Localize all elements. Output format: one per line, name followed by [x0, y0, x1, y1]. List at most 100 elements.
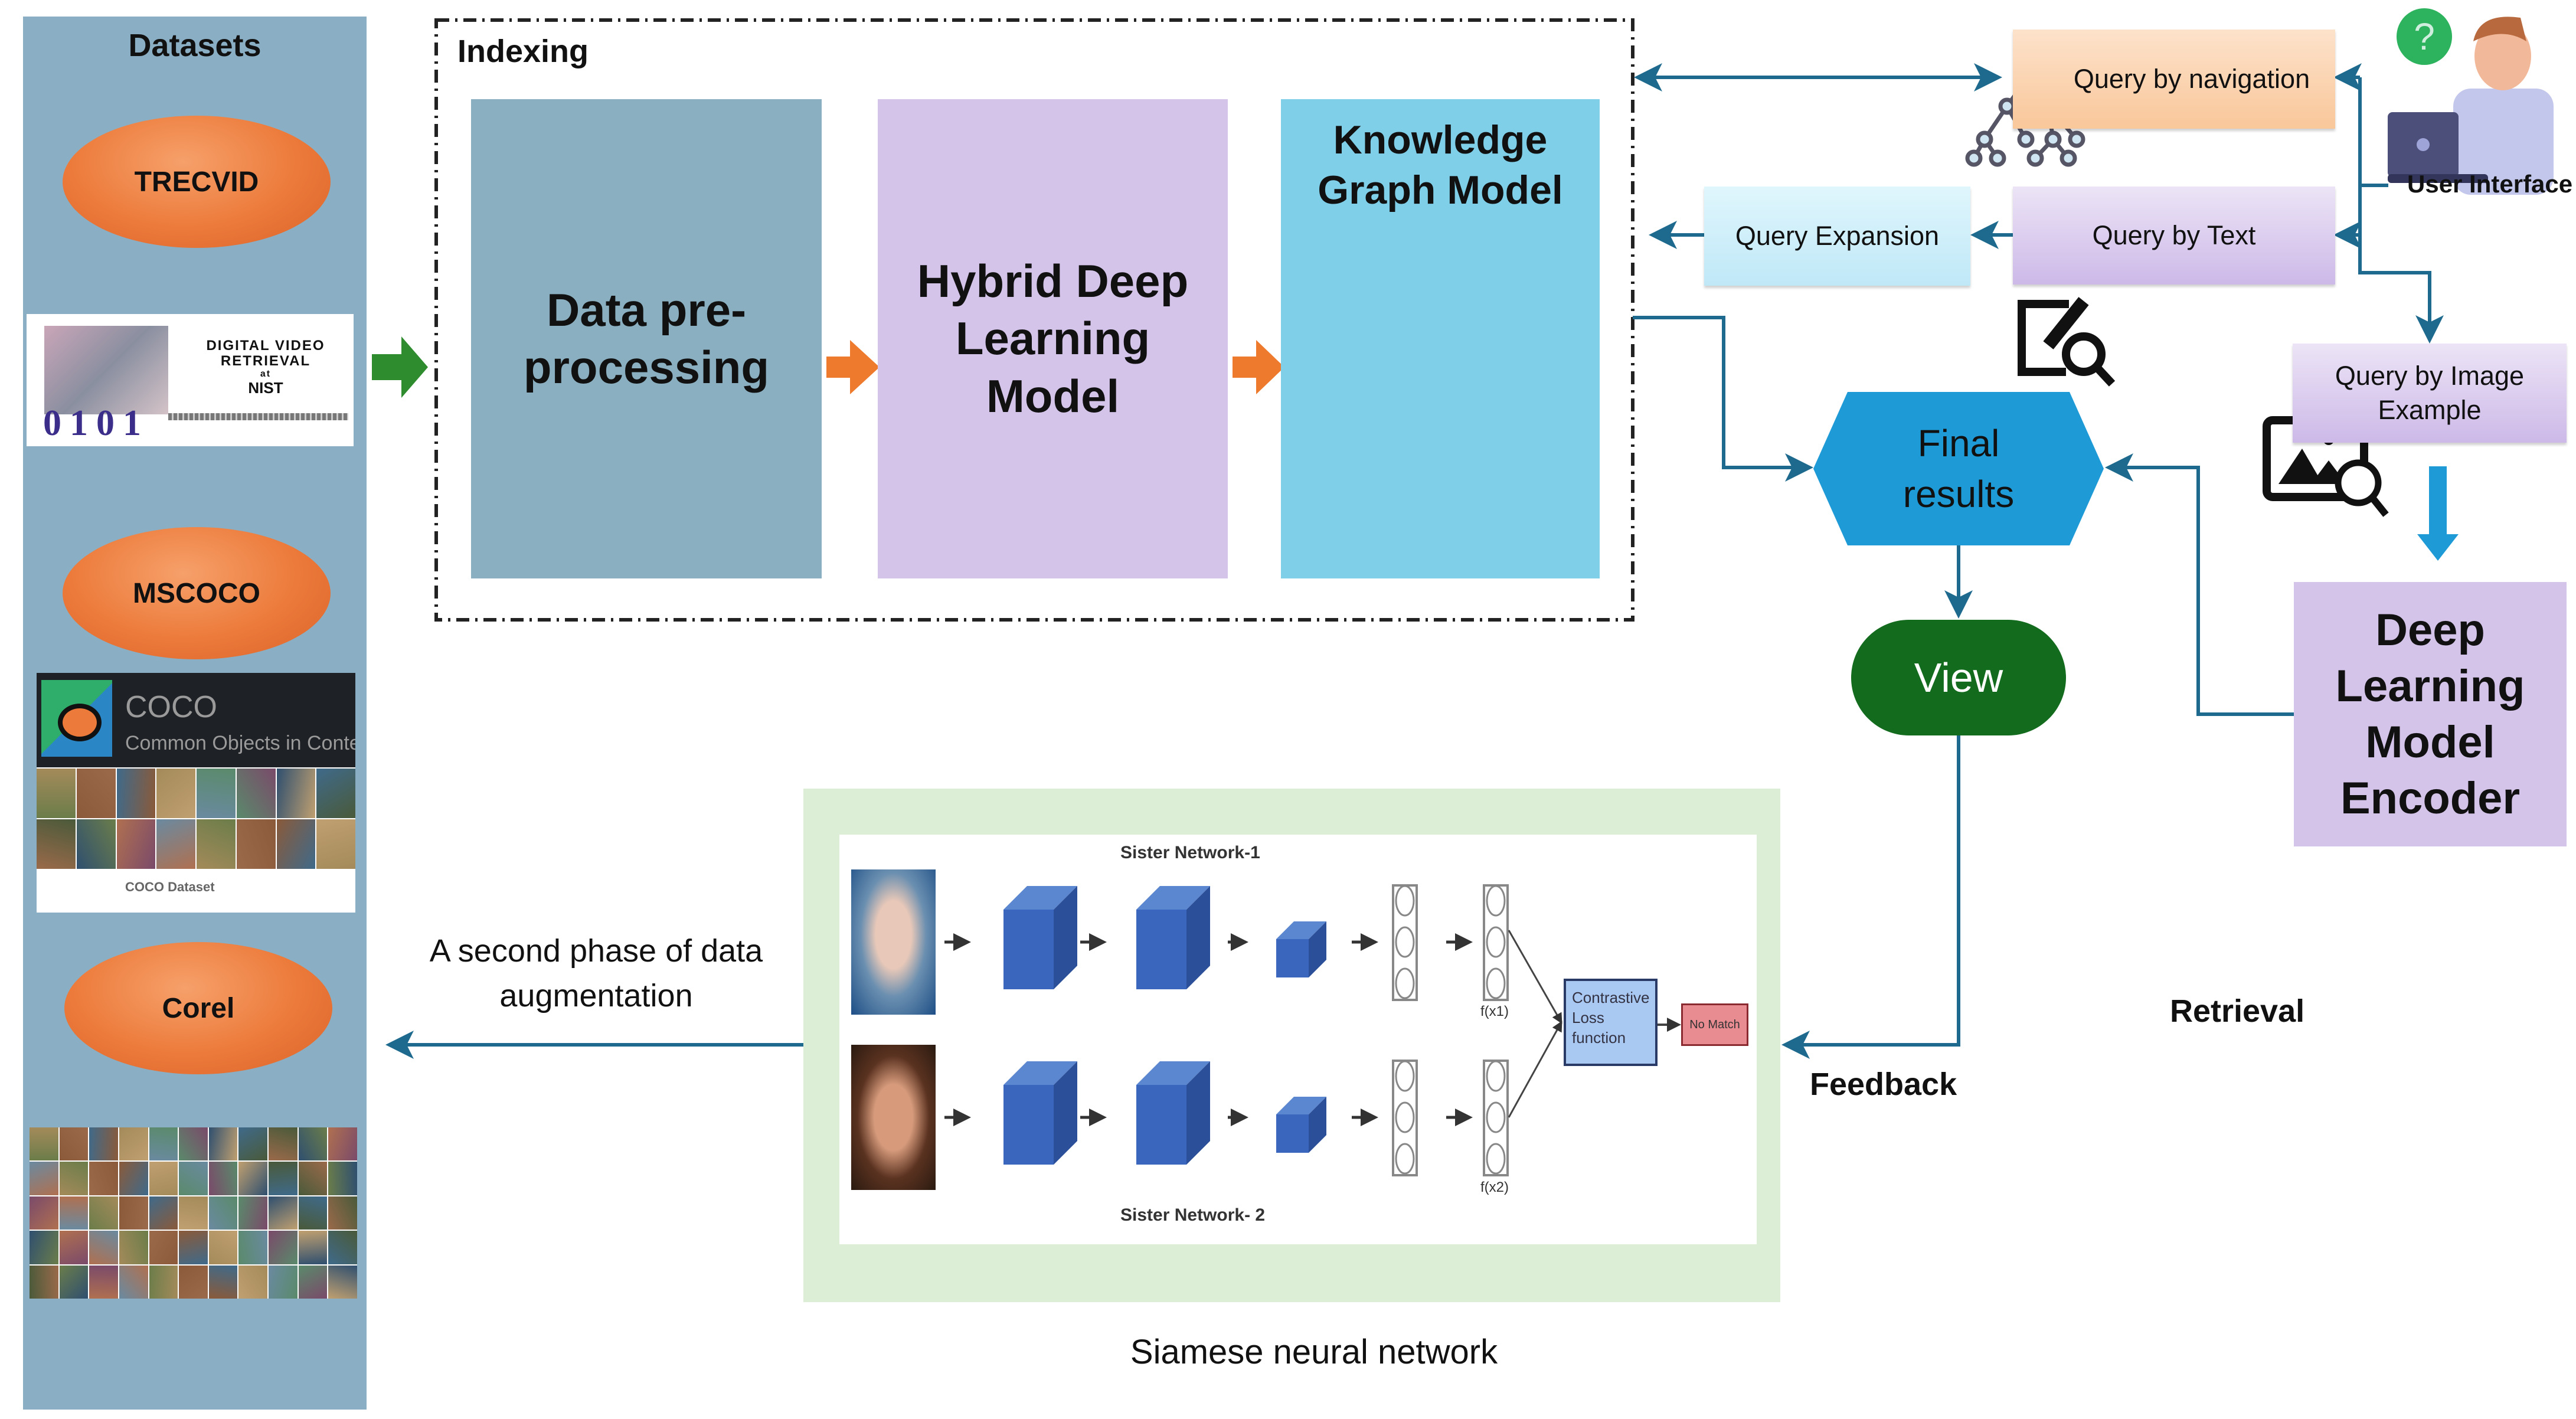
encoder-to-final-arrow	[2105, 453, 2294, 716]
view-button[interactable]: View	[1851, 620, 2066, 735]
conv-layer-cube	[1186, 1061, 1210, 1165]
neuron-node	[1486, 1143, 1506, 1175]
neuron-node	[1486, 926, 1506, 958]
corel-photo-tile	[30, 1231, 58, 1264]
corel-photo-tile	[328, 1231, 357, 1264]
corel-photo-tile	[269, 1196, 298, 1230]
neuron-node	[1395, 967, 1415, 999]
corel-photo-tile	[238, 1196, 268, 1230]
corel-photo-tile	[208, 1162, 238, 1195]
corel-photo-tile	[149, 1231, 178, 1264]
query-by-navigation-box[interactable]: Query by navigation	[2013, 30, 2335, 129]
conv-layer-cube	[1054, 1061, 1077, 1165]
knowledge-graph-title: Knowledge Graph Model	[1318, 117, 1563, 212]
conv-layer-cube	[1309, 1097, 1326, 1153]
neuron-node	[1395, 1143, 1415, 1175]
query-by-text-box[interactable]: Query by Text	[2013, 187, 2335, 285]
corel-photo-tile	[208, 1231, 238, 1264]
green-arrow-icon	[372, 336, 428, 398]
corel-photo-tile	[119, 1127, 148, 1161]
neuron-node	[1486, 967, 1506, 999]
vector-to-loss-arrow	[1508, 1021, 1562, 1118]
corel-photo-tile	[238, 1265, 268, 1299]
coco-photo-tile	[156, 819, 195, 869]
coco-photo-tile	[276, 819, 316, 869]
coco-logo-icon	[41, 680, 112, 757]
feedback-arrow	[1781, 735, 1960, 1059]
camera-picture	[44, 326, 168, 414]
nist-caption: DIGITAL VIDEO RETRIEVAL at NIST	[186, 326, 345, 408]
sister-network-1-label: Sister Network-1	[1120, 843, 1260, 862]
neuron-node	[1395, 885, 1415, 917]
deep-learning-encoder-box: Deep Learning Model Encoder	[2294, 582, 2567, 846]
siamese-caption: Siamese neural network	[1130, 1332, 1498, 1371]
nist-logo: NIST	[248, 378, 283, 397]
dataset-mscoco: MSCOCO	[63, 527, 331, 659]
indexing-frame	[434, 18, 1634, 622]
corel-photo-tile	[89, 1196, 118, 1230]
corel-photo-tile	[30, 1162, 58, 1195]
corel-photo-tile	[149, 1265, 178, 1299]
hybrid-deep-learning-box: Hybrid Deep Learning Model	[878, 99, 1228, 578]
corel-photo-tile	[89, 1127, 118, 1161]
coco-photo-tile	[236, 819, 276, 869]
corel-photo-tile	[119, 1162, 148, 1195]
coco-photo-tile	[197, 819, 236, 869]
corel-photo-tile	[179, 1196, 208, 1230]
datasets-title: Datasets	[128, 28, 261, 63]
corel-photo-tile	[298, 1231, 328, 1264]
nist-dataset-image: 0101 DIGITAL VIDEO RETRIEVAL at NIST	[27, 314, 354, 446]
query-by-image-box[interactable]: Query by Image Example	[2293, 344, 2567, 443]
coco-photo-tile	[76, 819, 116, 869]
conv-layer-cube	[1136, 886, 1210, 910]
corel-photo-tile	[89, 1162, 118, 1195]
coco-photo-tile	[276, 769, 316, 818]
knowledge-graph-box	[1281, 99, 1600, 578]
neuron-node	[1486, 1101, 1506, 1133]
conv-layer-cube	[1276, 1114, 1309, 1153]
corel-photo-tile	[238, 1127, 268, 1161]
corel-photo-tile	[59, 1127, 89, 1161]
user-avatar-icon: ?	[2388, 8, 2554, 195]
conv-layer-cube	[1003, 886, 1077, 910]
corel-photo-tile	[59, 1265, 89, 1299]
film-strip	[168, 413, 348, 420]
retrieval-label: Retrieval	[2170, 993, 2305, 1029]
corel-photo-tile	[179, 1265, 208, 1299]
corel-photo-tile	[59, 1162, 89, 1195]
fx1-label: f(x1)	[1480, 1003, 1509, 1019]
final-results-shape	[1813, 392, 2104, 545]
contrastive-loss-box: Contrastive Loss function	[1564, 979, 1658, 1066]
coco-photo-tile	[116, 819, 156, 869]
final-results-label: Final results	[1902, 421, 2015, 515]
corel-photo-tile	[30, 1196, 58, 1230]
feedback-label: Feedback	[1810, 1067, 1957, 1102]
dataset-trecvid: TRECVID	[63, 116, 331, 248]
conv-layer-cube	[1276, 939, 1309, 977]
conv-layer-cube	[1003, 1061, 1077, 1085]
corel-photo-tile	[89, 1265, 118, 1299]
coco-photo-tile	[197, 769, 236, 818]
dataset-corel: Corel	[64, 942, 332, 1074]
query-expansion-box[interactable]: Query Expansion	[1704, 187, 1970, 286]
augmentation-label: A second phase of data augmentation	[429, 933, 763, 1013]
corel-photo-tile	[298, 1196, 328, 1230]
corel-photo-tile	[179, 1127, 208, 1161]
kg-to-final-arrow	[1633, 316, 1813, 482]
corel-photo-tile	[179, 1162, 208, 1195]
coco-photo-tile	[37, 769, 76, 818]
corel-photo-tile	[328, 1196, 357, 1230]
user-interface-label: User Interface	[2407, 170, 2573, 198]
neuron-node	[1395, 926, 1415, 958]
neuron-node	[1395, 1060, 1415, 1092]
nist-line2: RETRIEVAL	[220, 352, 311, 369]
corel-photo-tile	[238, 1162, 268, 1195]
conv-layer-cube	[1136, 910, 1186, 989]
fx2-label: f(x2)	[1480, 1179, 1509, 1195]
corel-photo-tile	[328, 1162, 357, 1195]
corel-photo-tile	[298, 1265, 328, 1299]
neuron-node	[1486, 1060, 1506, 1092]
corel-dataset-image	[30, 1127, 357, 1299]
coco-photo-tile	[316, 769, 355, 818]
